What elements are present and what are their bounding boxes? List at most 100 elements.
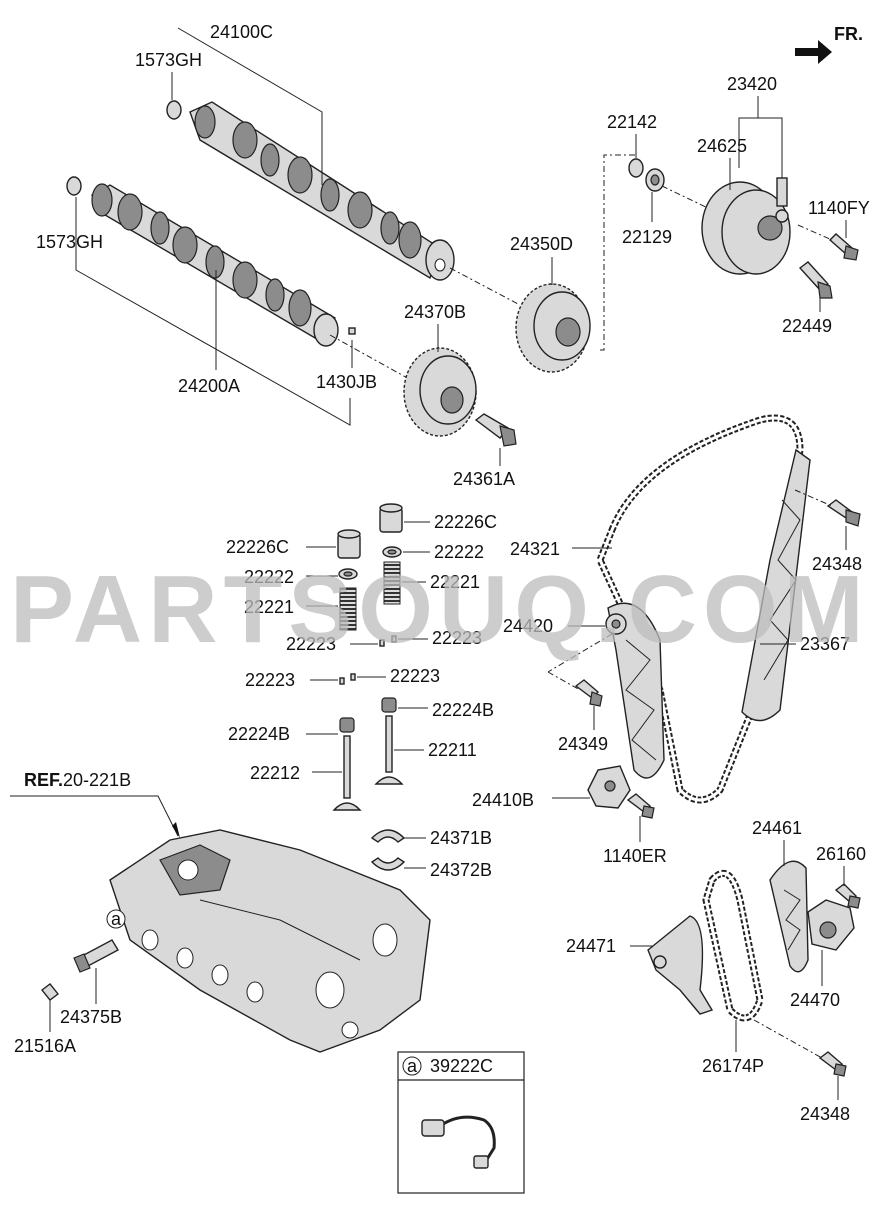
keeper-22223-c[interactable] <box>339 677 345 685</box>
bolt-22449[interactable] <box>798 261 833 299</box>
label-22226c-left: 22226C <box>226 537 289 557</box>
label-22223-c: 22223 <box>245 670 295 690</box>
label-24375b: 24375B <box>60 1007 122 1027</box>
label-24370b: 24370B <box>404 302 466 322</box>
cylinder-head[interactable] <box>109 829 431 1053</box>
spring-22221-left[interactable] <box>339 587 357 631</box>
label-24461: 24461 <box>752 818 802 838</box>
inset-circle-letter: a <box>407 1056 418 1076</box>
bearing-24371b[interactable] <box>370 829 406 843</box>
sprocket-24350d[interactable] <box>515 283 591 373</box>
guide-24471[interactable] <box>647 915 714 1015</box>
label-23420: 23420 <box>727 74 777 94</box>
timing-chain-24321[interactable] <box>596 414 804 804</box>
label-24321: 24321 <box>510 539 560 559</box>
label-1140fy: 1140FY <box>808 198 870 218</box>
bolt-21516a[interactable] <box>41 983 59 1001</box>
tensioner-arm-24461[interactable] <box>769 860 809 973</box>
cap-1573gh-top[interactable] <box>166 100 182 120</box>
label-26160: 26160 <box>816 844 866 864</box>
sensor-39222c-icon <box>421 1115 496 1169</box>
keeper-22223-b[interactable] <box>391 635 397 643</box>
valve-22212[interactable] <box>332 735 362 811</box>
label-22212: 22212 <box>250 763 300 783</box>
label-24410b: 24410B <box>472 790 534 810</box>
camshaft-exhaust[interactable] <box>189 101 455 281</box>
label-24200a: 24200A <box>178 376 240 396</box>
label-23367: 23367 <box>800 634 850 654</box>
label-22221-left: 22221 <box>244 597 294 617</box>
label-24625: 24625 <box>697 136 747 156</box>
bolt-24348-top[interactable] <box>826 499 861 527</box>
seal-22142[interactable] <box>628 158 644 178</box>
label-24348-bottom: 24348 <box>800 1104 850 1124</box>
label-22221-right: 22221 <box>430 572 480 592</box>
label-22223-a: 22223 <box>286 634 336 654</box>
pin-1430jb[interactable] <box>348 327 356 335</box>
tappet-22226c-right[interactable] <box>379 503 403 533</box>
label-1430jb: 1430JB <box>316 372 377 392</box>
label-22222-right: 22222 <box>434 542 484 562</box>
label-22224b-left: 22224B <box>228 724 290 744</box>
label-1140er: 1140ER <box>603 846 667 866</box>
front-direction-label: FR. <box>834 24 863 44</box>
label-22222-left: 22222 <box>244 567 294 587</box>
bolt-1140er[interactable] <box>626 793 655 819</box>
ref-label: REF.20-221B <box>24 770 131 790</box>
front-direction-indicator: FR. <box>795 24 863 64</box>
bolt-24348-bottom[interactable] <box>818 1051 847 1077</box>
label-22449: 22449 <box>782 316 832 336</box>
label-22223-b: 22223 <box>432 628 482 648</box>
label-22223-d: 22223 <box>390 666 440 686</box>
valve-seal-22224b-left[interactable] <box>339 717 355 733</box>
label-1573gh-left: 1573GH <box>36 232 103 252</box>
keeper-22223-a[interactable] <box>379 639 385 647</box>
bolt-24349[interactable] <box>574 679 603 707</box>
bolt-26160[interactable] <box>834 883 861 909</box>
camshaft-intake[interactable] <box>91 183 339 347</box>
label-24350d: 24350D <box>510 234 573 254</box>
front-arrow-icon <box>795 40 832 64</box>
ref-label-number: 20-221B <box>63 770 131 790</box>
retainer-22222-left[interactable] <box>338 568 358 580</box>
valve-seal-22224b-right[interactable] <box>381 697 397 713</box>
bolt-1140fy[interactable] <box>828 233 859 261</box>
bolt-24361a[interactable] <box>474 413 517 447</box>
bearing-24372b[interactable] <box>370 857 406 871</box>
guide-23367[interactable] <box>741 448 811 722</box>
label-22142: 22142 <box>607 112 657 132</box>
label-24371b: 24371B <box>430 828 492 848</box>
label-26174p: 26174P <box>702 1056 764 1076</box>
watermark: PARTSOUQ.COM <box>10 556 870 663</box>
actuator-23420[interactable] <box>701 177 791 275</box>
keeper-22223-d[interactable] <box>350 673 356 681</box>
inset-part-number: 39222C <box>430 1056 493 1076</box>
spring-22221-right[interactable] <box>383 561 401 605</box>
seal-22129[interactable] <box>645 168 665 192</box>
label-24471: 24471 <box>566 936 616 956</box>
label-24348-top: 24348 <box>812 554 862 574</box>
label-22226c-right: 22226C <box>434 512 497 532</box>
label-24470: 24470 <box>790 990 840 1010</box>
retainer-22222-right[interactable] <box>382 546 402 558</box>
label-24361a: 24361A <box>453 469 515 489</box>
tensioner-24410b[interactable] <box>587 765 631 809</box>
cap-1573gh-left[interactable] <box>66 176 82 196</box>
sprocket-24370b[interactable] <box>403 347 477 437</box>
label-24349: 24349 <box>558 734 608 754</box>
tappet-22226c-left[interactable] <box>337 529 361 559</box>
label-22129: 22129 <box>622 227 672 247</box>
tensioner-arm-24420[interactable] <box>605 602 665 779</box>
label-22224b-right: 22224B <box>432 700 494 720</box>
label-1573gh-top: 1573GH <box>135 50 202 70</box>
label-24420: 24420 <box>503 616 553 636</box>
label-21516a: 21516A <box>14 1036 76 1056</box>
engine-callout-a: a <box>106 909 126 929</box>
label-22211: 22211 <box>428 740 477 760</box>
inset-box-39222c[interactable]: a 39222C <box>397 1051 525 1194</box>
chain-26174p[interactable] <box>702 869 764 1022</box>
sensor-bolt-24375b[interactable] <box>73 939 119 973</box>
valve-22211[interactable] <box>374 715 404 785</box>
tensioner-24470[interactable] <box>807 899 855 951</box>
